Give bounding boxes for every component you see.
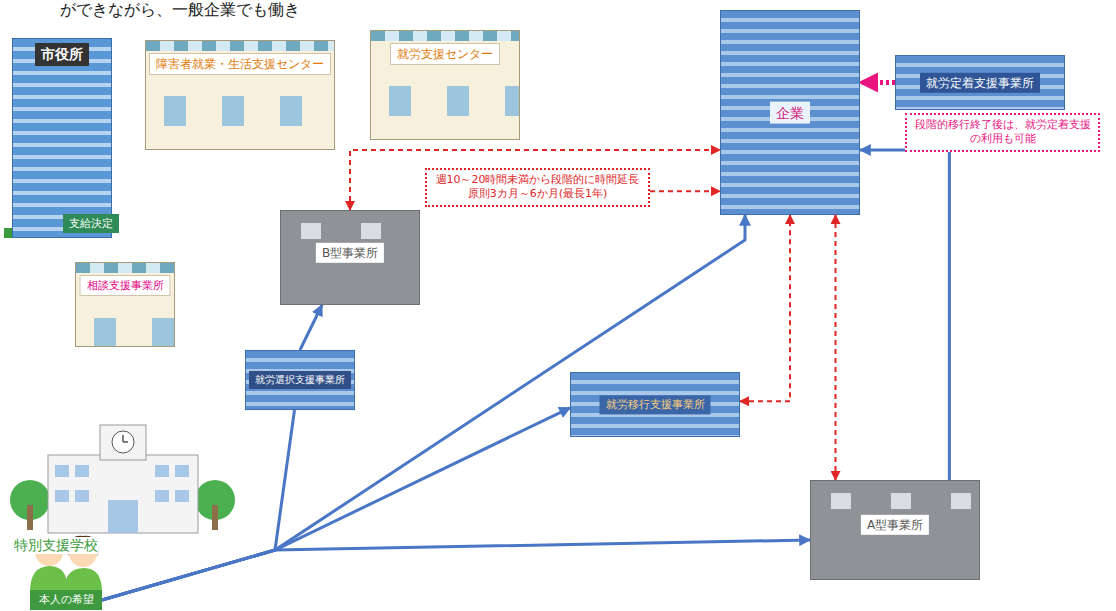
office-building: 就労移行支援事業所: [570, 372, 740, 437]
path-arrow: [300, 305, 322, 350]
node-label: 週10～20時間未満から段階的に時間延長 原則3カ月～6か月(最長1年): [433, 173, 642, 202]
node-sublabel: 支給決定: [63, 214, 119, 233]
note-box: 段階的移行終了後は、就労定着支援の利用も可能: [905, 113, 1100, 152]
node-label: 相談支援事業所: [80, 275, 171, 296]
node-label: 就労支援センター: [390, 43, 500, 65]
type-b-office-building: B型事業所: [280, 210, 420, 305]
school: 特別支援学校: [10, 420, 235, 550]
city-hall-building: 市役所支給決定: [12, 38, 112, 238]
wish-label: 本人の希望: [30, 590, 102, 610]
path-arrow: [860, 150, 949, 480]
node-label: A型事業所: [861, 515, 929, 535]
dashed-arrow: [860, 80, 895, 85]
path-arrow: [102, 540, 810, 600]
office-building: 就労定着支援事業所: [895, 55, 1065, 110]
company-building: 企業: [720, 10, 860, 215]
node-label: 本人の希望: [35, 592, 98, 607]
dashed-arrow: [835, 215, 837, 480]
node-label: 就労定着支援事業所: [920, 72, 1040, 92]
support-center-building: 就労支援センター: [370, 30, 520, 140]
node-label: 市役所: [35, 43, 89, 66]
node-label: 就労移行支援事業所: [600, 395, 711, 414]
school-illustration: [10, 425, 235, 533]
node-label: 企業: [770, 101, 810, 124]
office-building: 就労選択支援事業所: [245, 350, 355, 410]
node-label: 特別支援学校: [14, 537, 98, 554]
node-label: 段階的移行終了後は、就労定着支援の利用も可能: [913, 118, 1092, 147]
type-a-office-building: A型事業所: [810, 480, 980, 580]
dashed-arrow: [740, 215, 790, 401]
dashed-arrow: [350, 150, 720, 210]
note-box: 週10～20時間未満から段階的に時間延長 原則3カ月～6か月(最長1年): [425, 168, 650, 207]
path-arrow: [102, 408, 570, 600]
cropped-heading: ができながら、一般企業でも働き: [60, 0, 300, 21]
consultation-office-building: 相談支援事業所: [75, 262, 175, 347]
node-label: B型事業所: [316, 243, 384, 263]
node-label: 就労選択支援事業所: [249, 371, 351, 389]
dashed-arrow: [650, 190, 720, 192]
support-center-building: 障害者就業・生活支援センター: [145, 40, 335, 150]
node-label: 障害者就業・生活支援センター: [149, 53, 331, 75]
